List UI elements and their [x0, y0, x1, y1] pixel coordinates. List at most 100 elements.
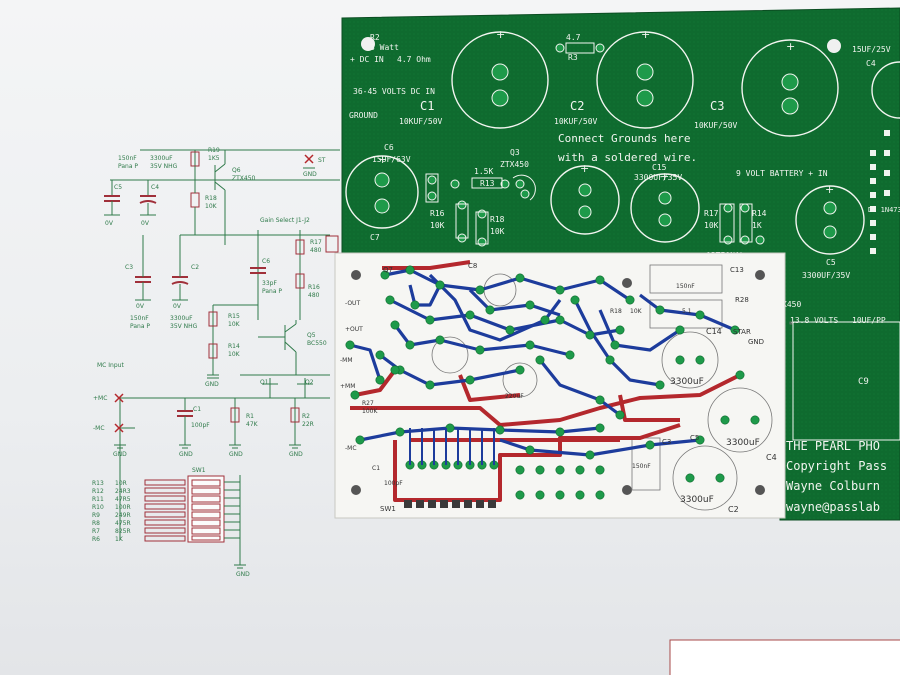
pcb-label: C4: [866, 59, 876, 68]
pcb-label: 9 VOLT BATTERY + IN: [736, 169, 828, 178]
pcb-pad: [540, 315, 550, 325]
schematic-label: BC550: [307, 340, 327, 347]
pcb-pad: [750, 415, 760, 425]
pcb-label: C1: [420, 99, 434, 113]
pcb-pad: [555, 315, 565, 325]
resistor-table-value: 825R: [115, 528, 131, 535]
pcb-pad: [390, 320, 400, 330]
printout-label: C8: [468, 262, 477, 270]
pcb-pad: [435, 280, 445, 290]
schematic-label: C6: [262, 258, 270, 265]
pcb-pad: [405, 265, 415, 275]
pcb-label: 10KUF/50V: [554, 117, 598, 126]
printout-label: +MM: [340, 383, 355, 390]
schematic-label: 35V NHG: [150, 163, 178, 170]
pcb-pad: [410, 300, 420, 310]
printout-label: 5.1: [682, 308, 692, 315]
pcb-pad: [515, 465, 525, 475]
pcb-pad: [475, 285, 485, 295]
pcb-label: C3: [710, 99, 724, 113]
schematic-label: GND: [229, 451, 243, 458]
pcb-pad: [515, 273, 525, 283]
printout-label: 150nF: [632, 463, 651, 470]
schematic-label: GND: [179, 451, 193, 458]
printout-label: STAR: [733, 328, 751, 336]
pcb-label: 10UF/PP: [852, 316, 886, 325]
pcb-label: 3300UF/35V: [634, 173, 682, 182]
pcb-pad: [555, 465, 565, 475]
resistor-table-ref: R6: [92, 536, 100, 543]
printout-label: 100pF: [384, 480, 403, 487]
pcb-label: X450: [782, 300, 801, 309]
pcb-pad: [645, 440, 655, 450]
lower-right-paper: [669, 639, 900, 675]
pcb-pad: [535, 355, 545, 365]
printout-label: C1: [372, 465, 380, 472]
pcb-pad: [425, 380, 435, 390]
pcb-pad: [395, 427, 405, 437]
pcb-label: C15: [652, 163, 667, 172]
pcb-label: C2: [570, 99, 584, 113]
mounting-hole: [827, 39, 841, 53]
printout-label: C14: [706, 327, 722, 336]
pcb-label: D1 1N4739: [868, 206, 900, 214]
pcb-pad: [375, 375, 385, 385]
schematic-label: 47K: [246, 421, 259, 428]
schematic-label: -MC: [93, 425, 105, 432]
pcb-label: 10K: [490, 227, 505, 236]
schematic-label: 10K: [205, 203, 218, 210]
schematic-switch-sw1: [144, 475, 240, 543]
resistor-table-value: 249R: [115, 512, 131, 519]
printout-mounting-holes: [351, 270, 765, 495]
pcb-pad: [505, 325, 515, 335]
pcb-label: R14: [752, 209, 767, 218]
pcb-title: THE PEARL PHO: [786, 439, 880, 453]
pcb-pad: [570, 295, 580, 305]
schematic-label: 0V: [141, 220, 150, 227]
printout-label: C2: [728, 505, 739, 514]
schematic-ground-symbols: [104, 167, 315, 569]
resistor-table-value: 475R: [115, 520, 131, 527]
resistor-table-value: 1K: [115, 536, 124, 543]
pcb-pad: [695, 310, 705, 320]
pcb-silkscreen-parts: [425, 42, 900, 441]
pcb-pad: [525, 340, 535, 350]
pcb-pad: [525, 445, 535, 455]
schematic-label: Pana P: [130, 323, 150, 330]
resistor-table-ref: R7: [92, 528, 100, 535]
pcb-label: 10K: [704, 221, 719, 230]
pcb-label: 3300UF/35V: [802, 271, 850, 280]
schematic-label: Gain Select J1-J2: [260, 217, 310, 224]
schematic-label: 10K: [228, 351, 241, 358]
schematic-label: Pana P: [262, 288, 282, 295]
pcb-pad: [695, 435, 705, 445]
printout-label: C3: [662, 438, 671, 446]
printout-label: C13: [730, 266, 744, 274]
printout-label: -OUT: [345, 300, 360, 307]
schematic-label: +MC: [93, 395, 107, 402]
printout-label: SW1: [380, 505, 396, 513]
svg-text:+: +: [496, 28, 505, 41]
schematic-label: GND: [113, 451, 127, 458]
schematic-label: GND: [205, 381, 219, 388]
schematic-label: Q6: [232, 167, 241, 174]
schematic-label: R1: [246, 413, 254, 420]
pcb-pad: [515, 490, 525, 500]
schematic-label: R2: [302, 413, 310, 420]
printout-label: Q7: [383, 266, 393, 274]
resistor-table-ref: R12: [92, 488, 104, 495]
schematic-label: 1K5: [208, 155, 220, 162]
pcb-pad: [585, 330, 595, 340]
pcb-pad: [405, 340, 415, 350]
schematic-label: GND: [303, 171, 317, 178]
pcb-pad: [715, 473, 725, 483]
pcb-pad: [595, 490, 605, 500]
pcb-silkscreen-caps: [345, 31, 900, 255]
pcb-pad: [375, 350, 385, 360]
pcb-label: C9: [858, 377, 869, 387]
resistor-table-value: 100R: [115, 504, 131, 511]
schematic-label: 33pF: [262, 280, 277, 287]
pcb-pad: [345, 340, 355, 350]
pcb-label: 36-45 VOLTS DC IN: [353, 87, 435, 96]
